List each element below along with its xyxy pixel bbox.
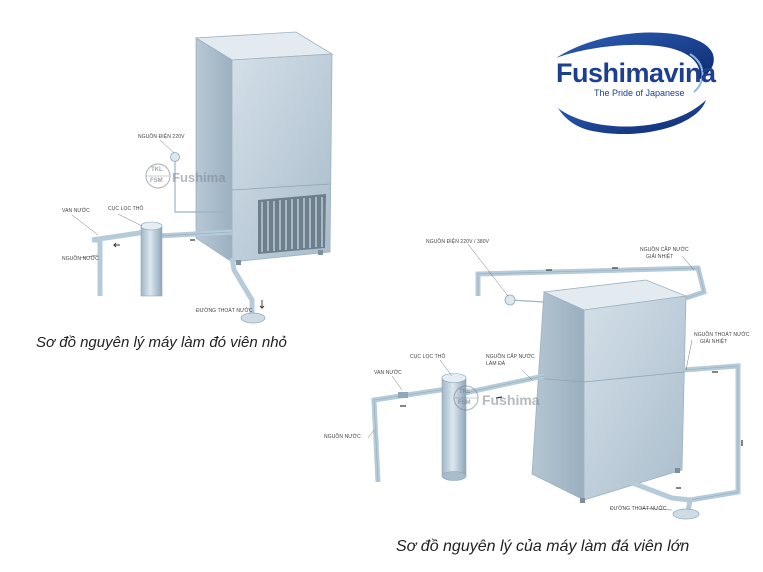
small-label-valve: VAN NƯỚC (62, 208, 90, 214)
large-label-drain: ĐƯỜNG THOÁT NƯỚC (610, 506, 667, 512)
large-watermark-text: Fushima (482, 392, 540, 408)
small-watermark-badge-bottom: FSM (150, 178, 163, 184)
large-label-cooling-supply-1: NGUỒN CẤP NƯỚC (640, 247, 689, 253)
brand-logo: Fushimavina ® The Pride of Japanese (548, 30, 723, 140)
small-watermark-text: Fushima (172, 170, 226, 185)
logo-tagline: The Pride of Japanese (594, 88, 685, 98)
machine-vent-grille (258, 194, 326, 254)
large-drain-funnel (672, 508, 700, 520)
small-drain-funnel (240, 312, 266, 324)
large-label-cooling-drain-2: GIẢI NHIỆT (700, 339, 728, 345)
small-label-filter: CỤC LỌC THÔ (108, 206, 144, 212)
small-label-power: NGUỒN ĐIỆN 220V (138, 134, 185, 140)
logo-swoosh-icon (556, 32, 714, 135)
small-filter-cylinder (140, 225, 163, 297)
large-watermark-badge (453, 385, 479, 411)
small-diagram-caption: Sơ đồ nguyên lý máy làm đó viên nhỏ (36, 334, 287, 351)
small-machine-illustration (71, 31, 334, 324)
large-label-water-source: NGUỒN NƯỚC (324, 434, 361, 440)
large-diagram-caption: Sơ đồ nguyên lý của máy làm đá viên lớn (396, 538, 690, 555)
small-machine-diagram: NGUỒN ĐIỆN 220V CỤC LỌC THÔ VAN NƯỚC NGU… (0, 0, 380, 380)
large-valve (398, 392, 408, 398)
large-machine-diagram: NGUỒN ĐIỆN 220V / 380V NGUỒN CẤP NƯỚC GI… (300, 220, 763, 572)
small-label-drain: ĐƯỜNG THOÁT NƯỚC (196, 308, 253, 314)
large-label-valve: VAN NƯỚC (374, 370, 402, 376)
large-label-power: NGUỒN ĐIỆN 220V / 380V (426, 239, 490, 245)
small-watermark-badge (145, 163, 171, 189)
small-label-water-source: NGUỒN NƯỚC (62, 256, 99, 262)
large-label-cooling-drain-1: NGUỒN THOÁT NƯỚC (694, 332, 750, 338)
large-machine-front-panel (583, 295, 687, 501)
large-label-filter: CỤC LỌC THÔ (410, 354, 446, 360)
small-watermark-badge-top: TKL (151, 167, 163, 173)
large-watermark-badge-bottom: FSM (458, 400, 471, 406)
large-label-ice-supply-2: LÀM ĐÁ (486, 361, 506, 367)
machine-side-panel (195, 37, 233, 263)
large-machine-illustration (367, 243, 743, 520)
large-label-cooling-supply-2: GIẢI NHIỆT (646, 254, 674, 260)
logo-registered-mark: ® (705, 60, 711, 67)
large-label-ice-supply-1: NGUỒN CẤP NƯỚC (486, 354, 535, 360)
large-watermark-badge-top: TKL (459, 389, 471, 395)
logo-name: Fushimavina (556, 58, 716, 88)
